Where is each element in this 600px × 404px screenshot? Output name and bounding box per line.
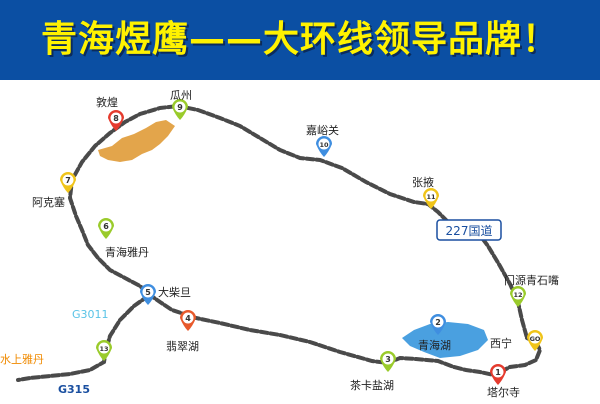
stop-8-marker: 8 敦煌 (96, 95, 124, 131)
stop-7-label: 阿克塞 (32, 195, 65, 209)
stop-9-label: 瓜州 (170, 89, 192, 102)
stop-13-number: 13 (99, 345, 108, 353)
stop-6-label: 青海雅丹 (105, 245, 149, 259)
stop-go-number: GO (530, 335, 541, 343)
stop-5-pin-center (142, 286, 154, 298)
stop-7-number: 7 (65, 176, 71, 185)
stop-3-number: 3 (385, 355, 391, 364)
stop-12-number: 12 (513, 291, 522, 299)
stop-6-pin-center (100, 220, 112, 232)
stop-5-number: 5 (145, 288, 151, 297)
stop-5-marker: 5 大柴旦 (140, 284, 191, 305)
stop-13-pin-center (98, 342, 110, 354)
header-banner: 青海煜鹰——大环线领导品牌！ (0, 0, 600, 80)
svg-text:227国道: 227国道 (446, 224, 493, 238)
qinghai-lake (402, 322, 488, 358)
stop-go-label: 西宁 (490, 336, 512, 350)
stop-8-pin-center (110, 112, 122, 124)
stop-6-number: 6 (103, 222, 109, 231)
stop-2-number: 2 (435, 318, 441, 327)
stop-13-marker: 13 水上雅丹 (0, 340, 112, 366)
stop-go-marker: GO 西宁 (490, 330, 543, 351)
stop-3-marker: 3 茶卡盐湖 (350, 351, 396, 392)
stop-4-label: 翡翠湖 (166, 340, 199, 353)
stop-11-marker: 11 张掖 (412, 175, 439, 209)
stop-2-pin-center (432, 316, 444, 328)
stop-10-number: 10 (319, 141, 329, 149)
stop-3-label: 茶卡盐湖 (350, 379, 394, 392)
stop-9-marker: 9瓜州 (170, 89, 192, 120)
west-branch-route (16, 294, 150, 382)
stop-11-pin-center (425, 190, 437, 202)
stop-3-pin-center (382, 353, 394, 365)
stop-12-label: 门源青石嘴 (504, 273, 559, 287)
road-label-g227: 227国道 (436, 219, 502, 241)
stop-12-marker: 12 门源青石嘴 (504, 273, 559, 307)
stop-9-number: 9 (177, 103, 183, 112)
stop-1-pin-center (492, 366, 504, 378)
stop-10-label: 嘉峪关 (306, 123, 339, 137)
stop-7-pin-center (62, 174, 74, 186)
stop-1-marker: 1 塔尔寺 (487, 364, 520, 399)
road-label-g3011: G3011 (72, 308, 109, 321)
stop-11-number: 11 (426, 193, 436, 201)
main-route-loop (67, 103, 543, 379)
stop-2-label: 青海湖 (418, 338, 451, 352)
stop-1-label: 塔尔寺 (487, 386, 520, 399)
stop-12-pin-center (512, 288, 524, 300)
stop-7-marker: 7 阿克塞 (32, 172, 76, 209)
stop-8-number: 8 (113, 114, 119, 123)
stop-5-label: 大柴旦 (158, 285, 191, 299)
stop-13-label: 水上雅丹 (0, 352, 44, 366)
stop-2-marker: 2 青海湖 (418, 314, 451, 352)
stop-go-pin-center (529, 332, 541, 344)
stop-4-number: 4 (185, 314, 191, 323)
stop-10-marker: 10 嘉峪关 (306, 123, 339, 157)
stop-9-pin-center (174, 101, 186, 113)
stop-6-marker: 6 青海雅丹 (98, 218, 149, 259)
stop-11-label: 张掖 (412, 175, 434, 189)
stop-8-label: 敦煌 (96, 95, 118, 109)
stop-4-marker: 4 翡翠湖 (166, 310, 199, 353)
banner-title: 青海煜鹰——大环线领导品牌！ (40, 19, 559, 60)
road-label-g315: G315 (58, 383, 90, 396)
stop-markers: GO 西宁 1 塔尔寺 2 青海湖 3 茶卡盐湖 4 翡翠湖 5 大柴旦 6 青海雅丹 7 阿克塞 8 敦煌 9瓜州… (0, 89, 559, 399)
desert-region (98, 120, 175, 162)
stop-4-pin-center (182, 312, 194, 324)
stop-1-number: 1 (495, 368, 501, 377)
stop-10-pin-center (318, 138, 330, 150)
